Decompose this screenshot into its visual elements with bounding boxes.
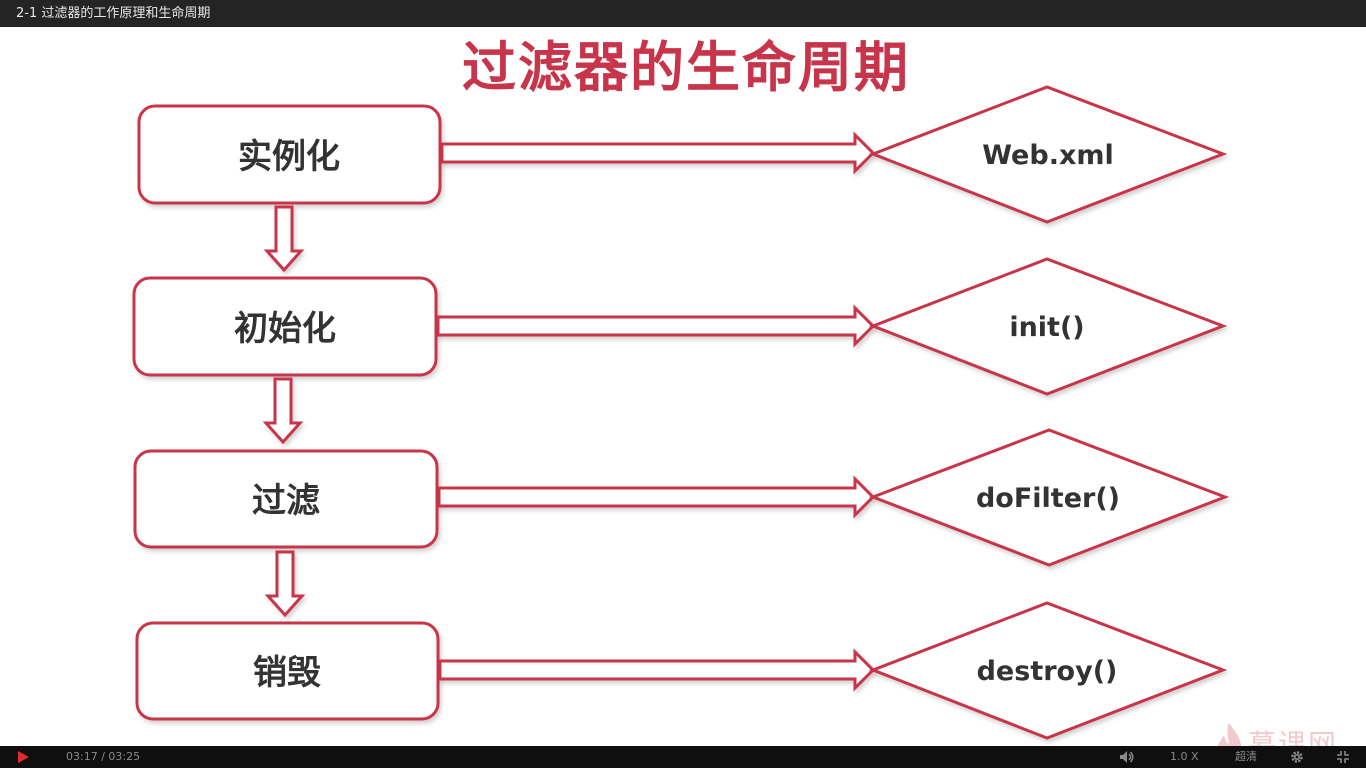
stage-box-init: 初始化 (132, 276, 438, 377)
decision-label-dofilter: doFilter() (976, 483, 1120, 514)
watermark-text: 慕课网 (1248, 728, 1339, 746)
slide: 过滤器的生命周期 实例化 初始化 过滤 销毁 (0, 27, 1366, 746)
gear-icon (1291, 751, 1303, 763)
slide-title: 过滤器的生命周期 (462, 36, 910, 99)
right-arrow-3 (437, 475, 876, 519)
stage-box-instantiate: 实例化 (137, 104, 442, 205)
decision-label-init: init() (1009, 312, 1084, 343)
video-title-bar: 2-1 过滤器的工作原理和生命周期 (0, 0, 1366, 27)
decision-diamond-dofilter: doFilter() (868, 428, 1230, 567)
quality-button[interactable]: 超清 (1235, 750, 1257, 763)
time-display: 03:17 / 03:25 (66, 750, 141, 763)
stage-label-filter: 过滤 (252, 481, 320, 521)
playback-speed-button[interactable]: 1.0 X (1170, 750, 1199, 763)
fullscreen-button[interactable] (1336, 746, 1350, 772)
video-title: 2-1 过滤器的工作原理和生命周期 (16, 6, 211, 21)
lifecycle-diagram: 实例化 初始化 过滤 销毁 Web.xml init() (132, 85, 1230, 740)
play-icon[interactable] (18, 751, 29, 763)
stage-label-init: 初始化 (234, 309, 336, 349)
down-arrow-3 (264, 550, 306, 618)
stage-label-instantiate: 实例化 (238, 137, 340, 177)
right-arrow-4 (438, 648, 876, 692)
settings-button[interactable] (1290, 746, 1304, 772)
decision-diamond-init: init() (868, 257, 1228, 396)
volume-button[interactable] (1119, 746, 1135, 772)
watermark-logo: 慕课网 (1212, 717, 1362, 746)
stage-label-destroy: 销毁 (253, 653, 321, 693)
volume-icon (1120, 751, 1134, 763)
decision-label-destroy: destroy() (977, 656, 1118, 687)
down-arrow-1 (263, 205, 305, 273)
stage-box-destroy: 销毁 (135, 621, 440, 721)
stage-box-filter: 过滤 (133, 449, 439, 549)
right-arrow-1 (440, 131, 876, 175)
down-arrow-2 (262, 377, 304, 445)
decision-label-webxml: Web.xml (982, 140, 1114, 171)
fullscreen-icon (1337, 751, 1349, 763)
right-arrow-2 (436, 304, 876, 348)
decision-diamond-webxml: Web.xml (868, 85, 1228, 224)
flame-logo-icon (1217, 723, 1242, 746)
player-control-bar: 03:17 / 03:25 1.0 X 超清 (0, 746, 1366, 768)
decision-diamond-destroy: destroy() (868, 601, 1228, 740)
